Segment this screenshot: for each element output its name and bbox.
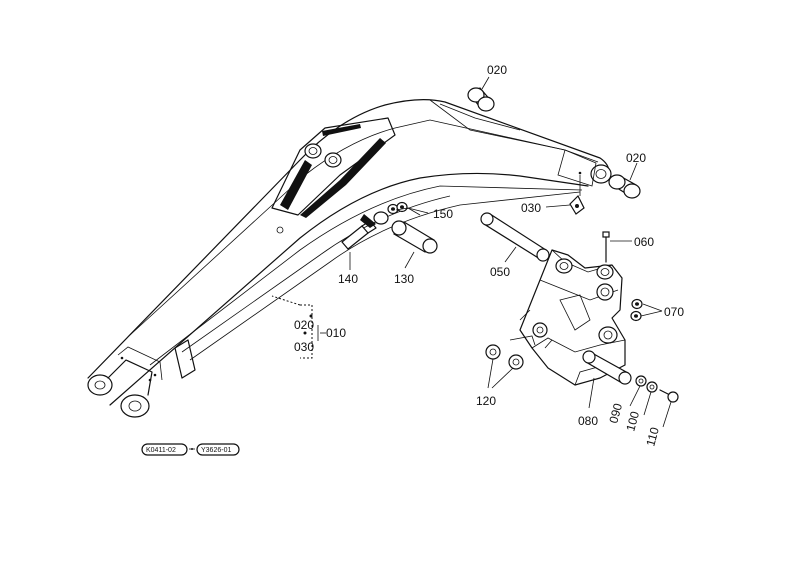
part-050-pin: [480, 212, 550, 262]
swing-lower-boss: [598, 326, 618, 344]
part-020-bushing-right: [608, 174, 641, 199]
part-140-bolt: [341, 214, 377, 250]
callout-020-top: 020: [487, 63, 507, 77]
swing-upper-boss-3: [596, 264, 614, 280]
boom-foot-boss-2: [120, 394, 150, 418]
part-060-bolt: [602, 231, 610, 263]
bracket-brace-2: [300, 138, 386, 218]
foot-tube: [107, 359, 153, 396]
boom-bottom-flange: [149, 185, 583, 366]
callout-080: 080: [578, 414, 598, 428]
boom-web-line: [129, 119, 599, 336]
callout-130: 130: [394, 272, 414, 286]
cylinder-bracket-plate: [271, 117, 396, 216]
badge-left-code: K0411-02: [146, 447, 176, 454]
boom-top-ridge: [439, 103, 521, 131]
callout-030-bracket: 030: [521, 201, 541, 215]
callout-110: 110: [643, 425, 662, 447]
boom-top-plate: [429, 99, 566, 151]
bracket-boss-2: [324, 152, 342, 168]
callout-labels: 020 020 030 150 060 140 130 050 070 020 …: [294, 63, 684, 448]
part-070-nuts: [630, 298, 643, 322]
part-080-pin: [582, 350, 632, 385]
part-030-grease-fitting: [569, 171, 585, 215]
swing-upper-boss-2: [596, 283, 614, 301]
callout-100: 100: [623, 409, 642, 432]
boom-hose-line: [189, 191, 581, 361]
swing-bracket-body: [519, 249, 626, 386]
badge-right-frame: [196, 443, 240, 456]
bracket-boss-1: [304, 143, 322, 159]
bracket-brace: [280, 160, 312, 210]
callout-070: 070: [664, 305, 684, 319]
callout-030-group: 030: [294, 340, 314, 354]
part-150-nuts: [373, 201, 408, 225]
leader-lines: [271, 76, 672, 428]
callout-140: 140: [338, 272, 358, 286]
boom-foot-boss-1: [87, 374, 113, 396]
part-110-bolt: [659, 389, 679, 403]
callout-120: 120: [476, 394, 496, 408]
reference-badges: K0411-02 Y3626-01: [141, 443, 240, 456]
callout-020-group: 020: [294, 318, 314, 332]
callout-050: 050: [490, 265, 510, 279]
pivot-plate: [557, 149, 597, 187]
part-090-washer: [635, 375, 647, 387]
foot-plate-lines: [117, 346, 163, 381]
part-130-pin: [391, 220, 438, 254]
badge-right-code: Y3626-01: [201, 447, 231, 454]
boom-top-pivot: [590, 164, 612, 184]
part-020-bushing-top: [467, 87, 495, 112]
boom-arm: [87, 99, 612, 418]
swing-upper-boss-1: [555, 258, 573, 274]
part-120-bushings: [485, 344, 524, 370]
boom-side-hole: [276, 226, 284, 234]
callout-090: 090: [606, 401, 625, 424]
boom-lower-edge: [109, 172, 589, 406]
bracket-strip: [322, 124, 361, 136]
callout-010: 010: [326, 326, 346, 340]
foot-lug: [174, 339, 196, 379]
part-100-lock-washer: [646, 381, 658, 393]
callout-150: 150: [433, 207, 453, 221]
swing-mid-boss: [532, 322, 548, 338]
callout-020-right: 020: [626, 151, 646, 165]
badge-left-frame: [141, 443, 188, 456]
callout-060: 060: [634, 235, 654, 249]
